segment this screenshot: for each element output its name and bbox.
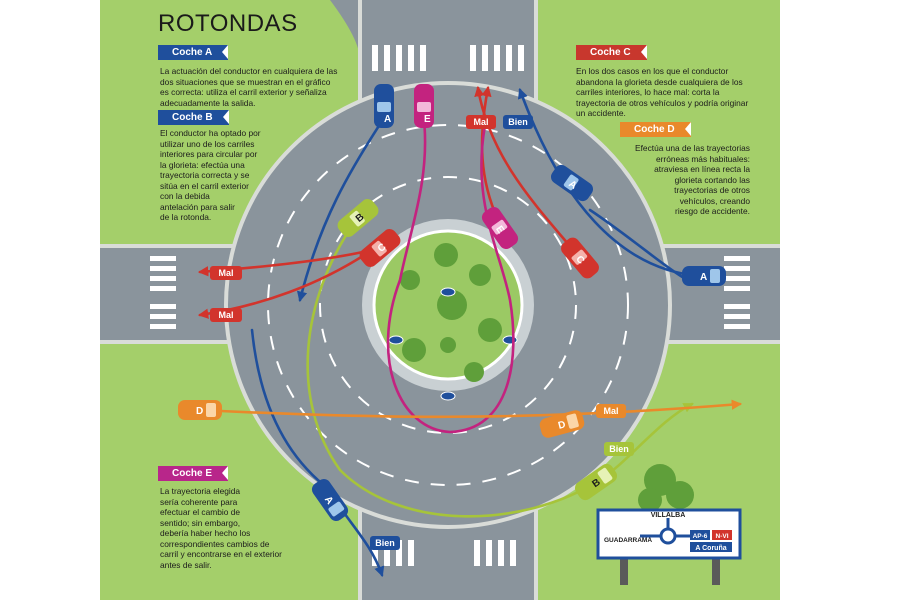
desc-coche-c-line: abandona la glorieta desde cualquiera de… xyxy=(576,76,743,87)
car-a-ne: A xyxy=(550,164,594,202)
desc-coche-b-line: sitúa en el carril exterior xyxy=(160,180,249,191)
car-e-north-letter: E xyxy=(424,114,431,125)
desc-coche-b-line: utilizar uno de los carriles xyxy=(160,138,255,149)
desc-coche-b: El conductor ha optado por utilizar uno … xyxy=(160,128,280,223)
crosswalk-north xyxy=(372,45,524,71)
car-b-bottom: B xyxy=(574,463,618,501)
desc-coche-e-line: sería coherente para xyxy=(160,496,238,507)
label-bien-north: Bien xyxy=(503,115,533,129)
desc-coche-b-line: El conductor ha optado por xyxy=(160,128,261,138)
desc-coche-e-line: sentido; sin embargo, xyxy=(160,517,241,528)
desc-coche-d-line: riesgo de accidente. xyxy=(675,206,750,216)
desc-coche-b-line: la glorieta: efectúa una xyxy=(160,159,245,170)
desc-coche-e-line: debería haber hecho los xyxy=(160,528,251,538)
desc-coche-e-line: correspondientes cambios de xyxy=(160,538,270,549)
desc-coche-b-line: antelación para salir xyxy=(160,201,235,212)
desc-coche-e-line: efectuar el cambio de xyxy=(160,507,241,517)
desc-coche-c-line: En los dos casos en los que el conductor xyxy=(576,66,729,76)
road-sign: VILLALBA GUADARRAMA AP-6 N-VI A Coruña xyxy=(596,508,742,585)
desc-coche-c-line: un accidente. xyxy=(576,108,626,118)
label-mal-west-1-text: Mal xyxy=(218,268,233,278)
desc-coche-b-line: interiores para circular por xyxy=(160,149,258,159)
desc-coche-c: En los dos casos en los que el conductor… xyxy=(576,66,772,119)
tag-coche-a: Coche A xyxy=(158,45,229,60)
sign-dest: A Coruña xyxy=(695,545,726,552)
desc-coche-a-line: adecuadamente la salida. xyxy=(160,97,256,108)
desc-coche-a: La actuación del conductor en cualquiera… xyxy=(160,66,358,108)
car-c-west: C xyxy=(359,229,401,267)
desc-coche-a-line: La actuación del conductor en cualquiera… xyxy=(160,66,338,76)
tag-coche-c: Coche C xyxy=(576,45,647,60)
label-mal-north-text: Mal xyxy=(473,117,488,127)
car-a-south: A xyxy=(311,478,349,522)
path-car-a-ring xyxy=(250,328,332,492)
path-car-e xyxy=(386,117,515,434)
lane-line-outer xyxy=(267,124,629,486)
sign-road2: N-VI xyxy=(716,533,729,540)
desc-coche-d-line: vehículos, creando xyxy=(679,195,750,206)
car-e-north: E xyxy=(414,84,434,128)
page-title: ROTONDAS xyxy=(158,10,298,37)
car-a-east-letter: A xyxy=(700,272,707,283)
car-a-north: A xyxy=(374,84,394,128)
island-trees xyxy=(400,243,502,382)
path-car-a-east xyxy=(517,88,702,278)
desc-coche-b-line: con la debida xyxy=(160,191,210,201)
desc-coche-d-line: erróneas más habituales: xyxy=(655,153,750,164)
crosswalk-south xyxy=(372,540,516,566)
car-d-west-letter: D xyxy=(196,406,203,417)
label-bien-south-text: Bien xyxy=(375,538,395,548)
crosswalk-east xyxy=(724,256,750,329)
desc-coche-a-line: dos situaciones que se muestran en el gr… xyxy=(160,76,331,87)
label-bien-north-text: Bien xyxy=(508,117,528,127)
sign-top: VILLALBA xyxy=(651,512,686,519)
path-car-d xyxy=(198,399,743,419)
tag-coche-d: Coche D xyxy=(620,122,691,137)
car-d-west: D xyxy=(178,400,222,420)
label-bien-east: Bien xyxy=(604,442,634,456)
car-a-east: A xyxy=(682,266,726,286)
car-b-top: B xyxy=(337,199,379,237)
desc-coche-e-line: La trayectoria elegida xyxy=(160,486,241,496)
desc-coche-c-line: carriles interiores, lo hace mal: corta … xyxy=(576,87,720,97)
desc-coche-a-line: es correcta: utiliza el carril exterior … xyxy=(160,87,327,97)
roadside-trees xyxy=(638,464,694,512)
lane-line-inner xyxy=(319,176,577,434)
car-a-north-letter: A xyxy=(384,114,391,125)
sign-left: GUADARRAMA xyxy=(604,537,652,544)
desc-coche-b-line: trayectoria correcta y se xyxy=(160,170,250,180)
label-mal-east-text: Mal xyxy=(603,406,618,416)
label-mal-north: Mal xyxy=(466,115,496,129)
desc-coche-e-line: antes de salir. xyxy=(160,559,212,570)
desc-coche-d-line: Efectúa una de las trayectorias xyxy=(635,143,750,153)
label-bien-south: Bien xyxy=(370,536,400,550)
desc-coche-d-line: trayectorias de otros xyxy=(674,185,750,195)
desc-coche-d: Efectúa una de las trayectorias erróneas… xyxy=(620,143,750,217)
label-mal-west-2: Mal xyxy=(210,308,242,322)
tag-coche-b: Coche B xyxy=(158,110,229,125)
desc-coche-d-line: atraviesa en línea recta la xyxy=(654,164,750,174)
car-e-ring: E xyxy=(481,206,519,250)
car-d-east: D xyxy=(539,410,585,438)
desc-coche-e-line: carril y encontrarse en el exterior xyxy=(160,549,282,559)
path-car-b xyxy=(306,218,602,518)
label-bien-east-text: Bien xyxy=(609,444,629,454)
label-mal-west-1: Mal xyxy=(210,266,242,280)
desc-coche-b-line: de la rotonda. xyxy=(160,212,212,222)
sign-road: AP-6 xyxy=(693,533,708,540)
path-car-a-north xyxy=(296,116,386,303)
car-d-east-letter: D xyxy=(557,419,567,431)
label-mal-west-2-text: Mal xyxy=(218,310,233,320)
desc-coche-e: La trayectoria elegida sería coherente p… xyxy=(160,486,310,570)
crosswalk-west xyxy=(150,256,176,329)
label-mal-east: Mal xyxy=(596,404,626,418)
desc-coche-c-line: trayectoria de otros vehículos y podría … xyxy=(576,97,749,108)
car-c-east: C xyxy=(561,237,599,279)
tag-coche-e: Coche E xyxy=(158,466,229,481)
desc-coche-d-line: glorieta cortando las xyxy=(674,174,750,185)
